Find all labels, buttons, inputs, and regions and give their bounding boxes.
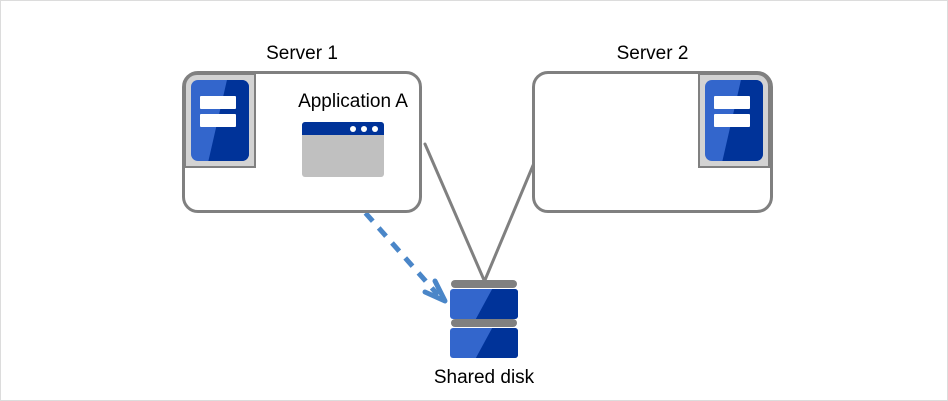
disk-separator: [451, 319, 517, 327]
server-icon-bar-bottom: [200, 114, 237, 128]
server-icon-bar-top: [714, 96, 751, 110]
server-icon-body: [705, 80, 763, 161]
application-window-titlebar: [302, 122, 384, 135]
disk-separator: [451, 280, 517, 288]
server-icon: [184, 73, 256, 168]
server2-label: Server 2: [616, 43, 689, 64]
server-icon-body: [191, 80, 249, 161]
window-dot-icon: [350, 126, 356, 132]
disk-platter: [450, 328, 518, 358]
disk-platter: [450, 289, 518, 319]
server-icon: [698, 73, 770, 168]
server1-label: Server 1: [266, 43, 338, 64]
server-icon-bar-bottom: [714, 114, 751, 128]
connector-server1-to-disk: [423, 142, 486, 282]
window-dot-icon: [361, 126, 367, 132]
server-icon-bar-top: [200, 96, 237, 110]
application-label: Application A: [298, 91, 408, 112]
application-window-icon[interactable]: [302, 122, 384, 177]
shared-disk-label: Shared disk: [433, 367, 535, 388]
disk-stack-icon[interactable]: [450, 280, 518, 362]
access-arrow-head: [422, 278, 448, 304]
window-dot-icon: [372, 126, 378, 132]
